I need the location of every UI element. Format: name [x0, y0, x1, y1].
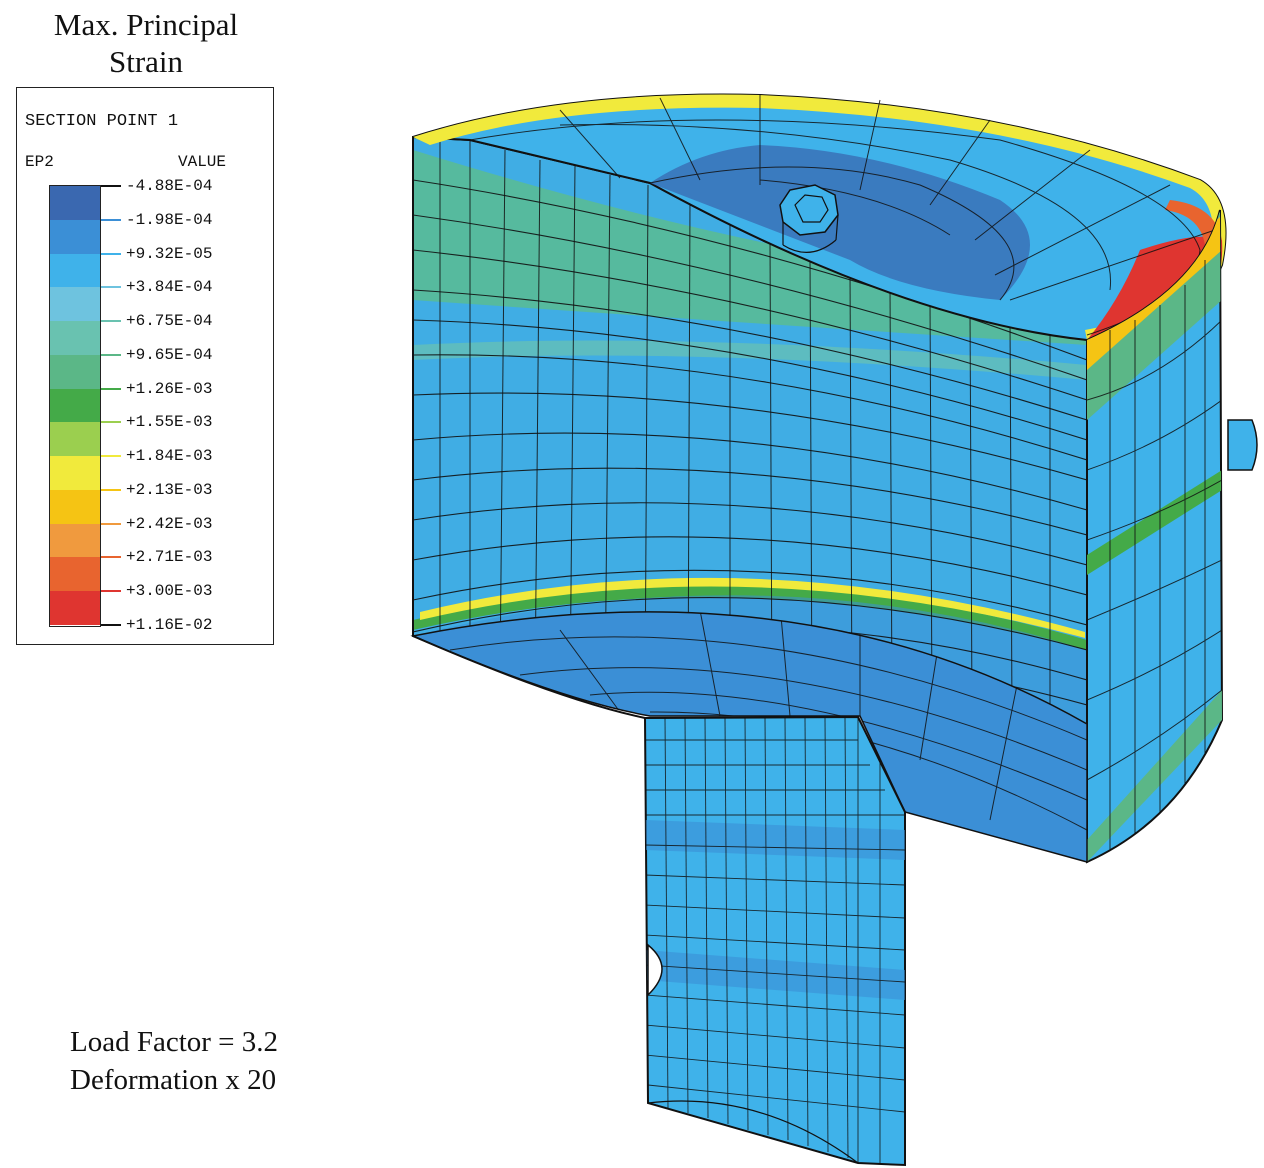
legend-tick-mark	[101, 624, 121, 626]
legend-color-segment	[50, 388, 100, 423]
legend-color-segment	[50, 219, 100, 255]
legend-tick-mark	[101, 387, 121, 390]
load-factor-caption: Load Factor = 3.2	[70, 1026, 279, 1058]
legend-color-segment	[50, 422, 100, 457]
legend-color-segment	[50, 253, 100, 288]
legend-tick-label: +2.42E-03	[126, 514, 213, 533]
lower-shaft	[643, 715, 906, 1167]
legend-tick-label: +3.84E-04	[126, 278, 213, 297]
legend-tick-label: -4.88E-04	[126, 177, 213, 195]
section-point-label: SECTION POINT 1	[25, 112, 179, 131]
legend-tick-mark	[101, 590, 121, 593]
legend-color-segment	[50, 557, 100, 592]
deformation-caption: Deformation x 20	[70, 1064, 277, 1096]
outer-cylinder-side	[1086, 209, 1258, 864]
legend-tick-mark	[101, 353, 121, 356]
legend-tick-mark	[101, 218, 121, 221]
legend-color-segment	[50, 523, 100, 558]
legend-tick-mark	[101, 185, 121, 187]
legend-tick-label: +1.84E-03	[126, 447, 213, 466]
legend-tick-mark	[101, 252, 121, 255]
legend-tick-mark	[101, 286, 121, 289]
legend-tick-label: +6.75E-04	[126, 312, 213, 331]
legend-color-segment	[50, 354, 100, 390]
legend-tick-mark	[101, 421, 121, 424]
legend-color-bar	[49, 185, 101, 627]
legend-color-segment	[50, 591, 100, 626]
legend-tick-mark	[101, 455, 121, 458]
legend-color-segment	[50, 321, 100, 356]
legend-color-segment	[50, 489, 100, 525]
bolt-head-icon	[779, 184, 839, 253]
legend-tick-label: +1.26E-03	[126, 379, 213, 398]
legend-tick-label: +9.65E-04	[126, 345, 213, 364]
value-header: VALUE	[178, 153, 227, 171]
variable-label: EP2	[25, 153, 54, 171]
legend-title-line-1: Max. Principal	[53, 7, 239, 42]
legend-tick-label: +9.32E-05	[126, 244, 213, 263]
legend-title-line-2: Strain	[108, 44, 184, 79]
legend-tick-label: +2.71E-03	[126, 548, 213, 567]
shaft-hole	[647, 943, 663, 997]
legend-tick-mark	[101, 522, 121, 525]
legend-color-segment	[50, 186, 100, 221]
legend-tick-label: +1.55E-03	[126, 413, 213, 432]
legend-tick-label: +3.00E-03	[126, 582, 213, 601]
legend-tick-mark	[101, 320, 121, 323]
legend-tick-label: +2.13E-03	[126, 480, 213, 499]
legend-color-segment	[50, 456, 100, 491]
legend-tick-label: +1.16E-02	[126, 616, 213, 634]
legend-color-segment	[50, 287, 100, 322]
legend-tick-label: -1.98E-04	[126, 210, 213, 229]
legend-tick-mark	[101, 488, 121, 491]
legend-tick-mark	[101, 556, 121, 559]
side-nozzle	[1227, 419, 1258, 471]
